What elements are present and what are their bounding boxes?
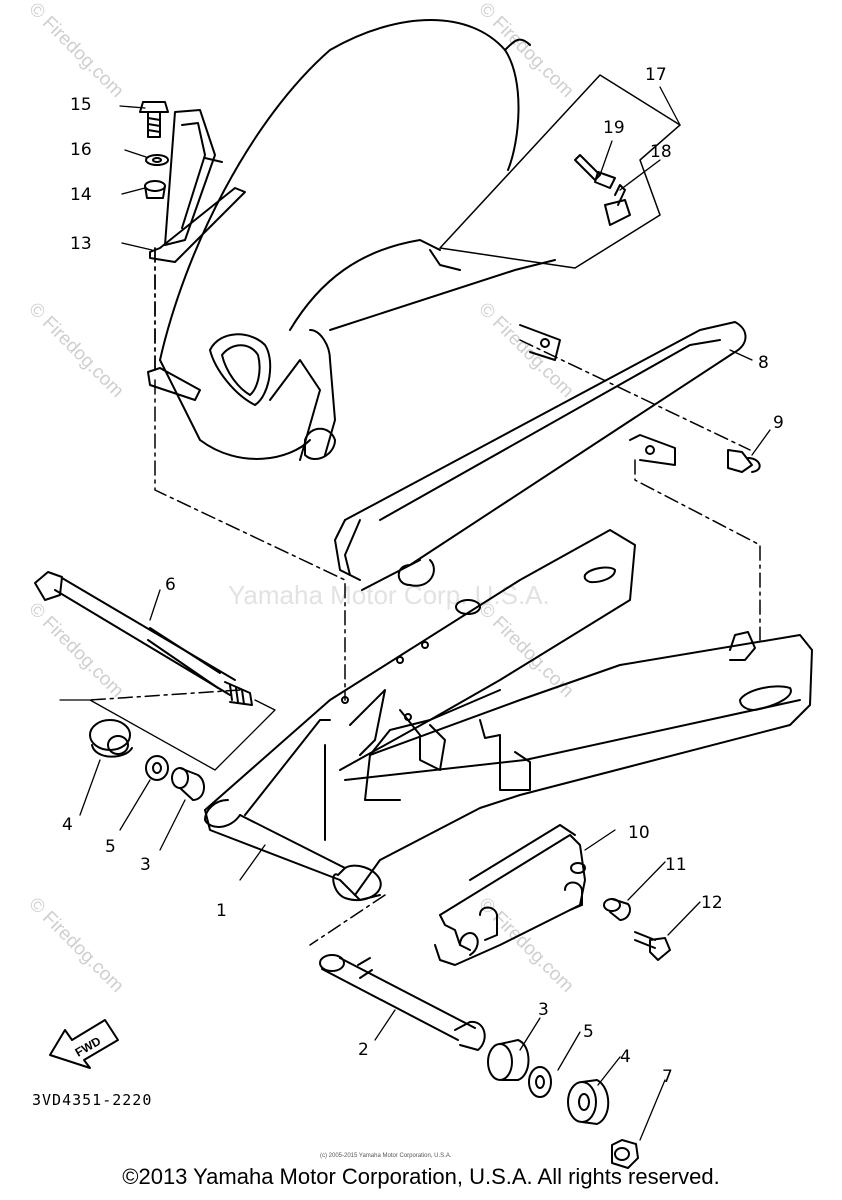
chain-adjuster <box>434 824 586 966</box>
watermark-site: © Firedog.com <box>474 299 577 402</box>
rear-fender <box>159 19 556 461</box>
callout-4-left: 4 <box>62 815 73 835</box>
callout-labels: 15 16 14 13 17 19 18 8 9 6 4 5 3 1 10 11… <box>62 65 784 1087</box>
copyright-notice: ©2013 Yamaha Motor Corporation, U.S.A. A… <box>122 1164 720 1189</box>
washer-5-right <box>528 1066 552 1098</box>
callout-12: 12 <box>701 893 723 913</box>
callout-19: 19 <box>603 118 625 138</box>
callout-15: 15 <box>70 95 92 115</box>
callout-11: 11 <box>665 855 687 875</box>
callout-3-right: 3 <box>538 1000 549 1020</box>
collar-3-left <box>171 767 205 801</box>
chain-case <box>334 321 747 591</box>
watermark-brand: Yamaha Motor Corp. U.S.A. <box>228 580 550 610</box>
callout-16: 16 <box>70 140 92 160</box>
watermark-site: © Firedog.com <box>474 0 577 102</box>
diagram-code: 3VD4351-2220 <box>32 1091 152 1109</box>
watermark-site: © Firedog.com <box>24 0 127 102</box>
callout-9: 9 <box>773 413 784 433</box>
washer-5-left <box>145 755 169 781</box>
leader-lines <box>79 86 771 1141</box>
watermark-site: © Firedog.com <box>24 299 127 402</box>
collar-3-right <box>487 1039 530 1081</box>
callout-1: 1 <box>216 901 227 921</box>
callout-3-left: 3 <box>140 855 151 875</box>
bolt-9 <box>727 449 761 473</box>
nut-7 <box>611 1139 639 1169</box>
watermark-site: © Firedog.com <box>474 894 577 997</box>
watermark-site: © Firedog.com <box>24 599 127 702</box>
fender-bracket <box>147 109 246 401</box>
callout-14: 14 <box>70 185 92 205</box>
callout-4-right: 4 <box>620 1047 631 1067</box>
callout-5-right: 5 <box>583 1022 594 1042</box>
bearing-4-left <box>89 719 133 758</box>
collar-14 <box>144 180 166 199</box>
watermark-site: © Firedog.com <box>24 894 127 997</box>
small-copyright: (c) 2005-2015 Yamaha Motor Corporation, … <box>320 1153 452 1159</box>
callout-8: 8 <box>758 353 769 373</box>
bearing-4-right <box>567 1079 610 1125</box>
callout-5-left: 5 <box>105 837 116 857</box>
callout-13: 13 <box>70 234 92 254</box>
fwd-arrow <box>49 1019 119 1069</box>
assembly-lines <box>89 339 761 701</box>
callout-6: 6 <box>165 575 176 595</box>
callout-17: 17 <box>645 65 667 85</box>
callout-10: 10 <box>628 823 650 843</box>
callout-7: 7 <box>662 1067 673 1087</box>
callout-2: 2 <box>358 1040 369 1060</box>
pivot-shaft-6 <box>34 571 276 771</box>
bolt-15 <box>139 101 169 138</box>
collar-11 <box>603 898 631 921</box>
swingarm <box>204 529 813 901</box>
callout-18: 18 <box>650 142 672 162</box>
bolt-12 <box>634 931 671 961</box>
washer-16 <box>145 154 169 166</box>
pivot-shaft-2 <box>309 894 486 1051</box>
